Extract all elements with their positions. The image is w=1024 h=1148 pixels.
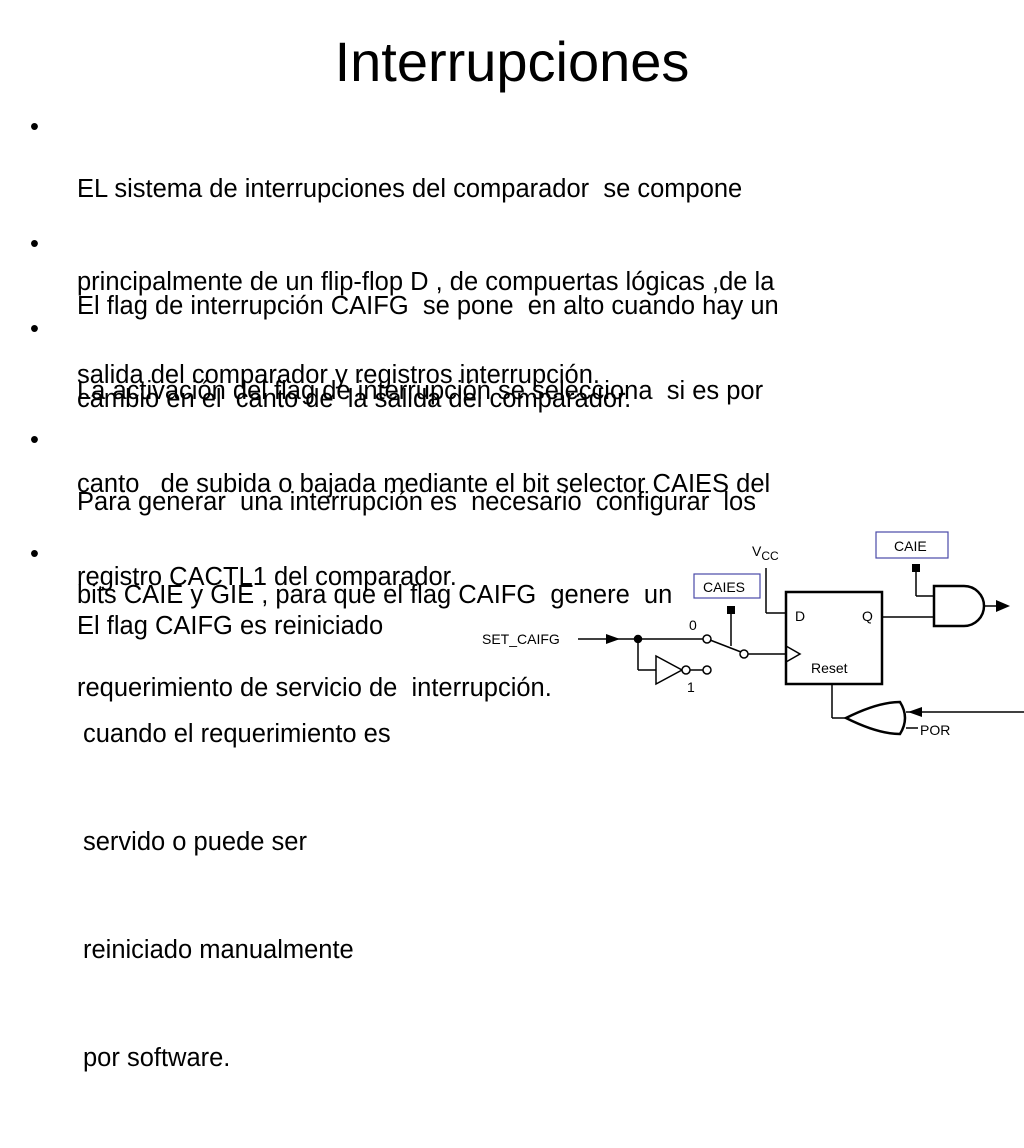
bullet-line: El flag CAIFG es reiniciado xyxy=(77,612,384,640)
bullet-line: requerimiento de servicio de interrupció… xyxy=(77,674,552,702)
caie-bit-marker xyxy=(912,564,920,572)
bullet-text: EL sistema de interrupciones del compara… xyxy=(77,112,774,453)
inverter-bubble xyxy=(681,665,691,675)
bullet-text: El flag de interrupción CAIFG se pone en… xyxy=(77,229,779,477)
bullet-line: servido o puede ser xyxy=(83,828,307,856)
bullet-line: por software. xyxy=(83,1044,231,1072)
mux-contact-0 xyxy=(702,634,712,644)
bullet-marker: • xyxy=(30,426,39,454)
bullet-marker: • xyxy=(30,540,39,568)
caie-box xyxy=(875,531,949,559)
d-flip-flop xyxy=(784,590,884,686)
vcc-label: VCC xyxy=(752,543,779,563)
slide-title: Interrupciones xyxy=(334,30,690,93)
mux-contact-1 xyxy=(702,665,712,675)
bullet-marker: • xyxy=(30,113,39,141)
mux-label-0: 0 xyxy=(689,617,697,633)
caies-bit-marker xyxy=(727,606,735,614)
clock-edge-marker xyxy=(785,645,802,663)
vcc-label-sub: CC xyxy=(761,549,779,563)
bullet-line: canto de subida o bajada mediante el bit… xyxy=(77,470,771,498)
reset-label: Reset xyxy=(811,660,848,676)
bullet-line: cambio en el canto de la salida del comp… xyxy=(77,385,632,413)
caies-box xyxy=(693,573,761,599)
or-input-arrow xyxy=(908,707,922,717)
mux-common-contact xyxy=(739,649,749,659)
caie-label: CAIE xyxy=(894,538,927,554)
bullet-marker: • xyxy=(30,230,39,258)
bullet-line: Para generar una interrupción es necesar… xyxy=(77,488,756,516)
bullet-text: Para generar una interrupción es necesar… xyxy=(77,425,756,766)
bullet-line: reiniciado manualmente xyxy=(83,936,354,964)
mux-label-1: 1 xyxy=(687,679,695,695)
d-input-label: D xyxy=(795,608,805,624)
mux-switch-arm xyxy=(709,639,742,653)
interrupt-logic-diagram: SET_CAIFG 0 1 CAIES VCC D Q Reset CAIE P… xyxy=(482,531,1024,738)
caies-label: CAIES xyxy=(703,579,745,595)
bullet-line: bits CAIE y GIE , para que el flag CAIFG… xyxy=(77,581,673,609)
set-caifg-label: SET_CAIFG xyxy=(482,631,560,647)
or-gate xyxy=(843,700,907,736)
and-gate xyxy=(932,584,986,628)
bullet-line: cuando el requerimiento es xyxy=(83,720,391,748)
and-output-arrow xyxy=(996,600,1010,612)
set-caifg-arrow xyxy=(606,634,620,644)
bullet-line: El flag de interrupción CAIFG se pone en… xyxy=(77,292,779,320)
bullet-line: La activación del flag de interrupción s… xyxy=(77,377,764,405)
bullet-line: EL sistema de interrupciones del compara… xyxy=(77,175,743,203)
bullet-line: registro CACTL1 del comparador. xyxy=(77,563,457,591)
bullet-marker: • xyxy=(30,315,39,343)
inverter-triangle xyxy=(655,654,684,686)
bullet-line: principalmente de un flip-flop D , de co… xyxy=(77,268,775,296)
bullet-line: salida del comparador y registros interr… xyxy=(77,361,600,389)
q-output-label: Q xyxy=(862,608,873,624)
vcc-label-main: V xyxy=(752,543,762,559)
bullet-text: La activación del flag de interrupción s… xyxy=(77,314,770,655)
por-label: POR xyxy=(920,722,950,738)
